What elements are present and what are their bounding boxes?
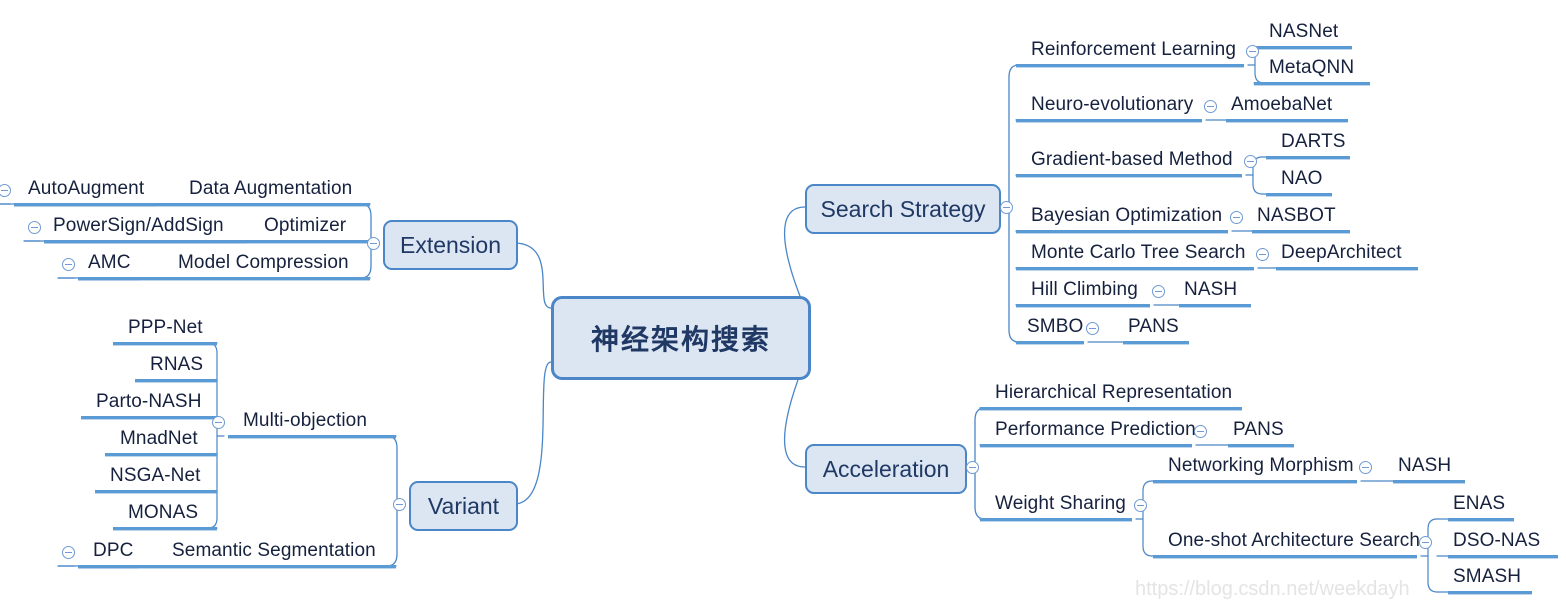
node-darts[interactable]: DARTS (1281, 131, 1346, 152)
node-nasbot[interactable]: NASBOT (1257, 205, 1336, 226)
node-mnadnet[interactable]: MnadNet (120, 428, 198, 449)
node-amc[interactable]: AMC (88, 252, 131, 273)
collapse-toggle-bayesian-optimization[interactable] (1230, 211, 1243, 224)
collapse-toggle-weight-sharing[interactable] (1134, 499, 1147, 512)
node-optimizer[interactable]: Optimizer (264, 215, 347, 236)
node-networking-morphism[interactable]: Networking Morphism (1168, 455, 1354, 476)
node-amoebanet[interactable]: AmoebaNet (1231, 94, 1333, 115)
collapse-toggle-performance-prediction[interactable] (1194, 425, 1207, 438)
collapse-toggle-data-augmentation[interactable] (0, 184, 11, 197)
node-nash[interactable]: NASH (1398, 455, 1452, 476)
center-node[interactable]: 神经架构搜索 (551, 296, 811, 380)
collapse-toggle-monte-carlo-tree-search[interactable] (1256, 248, 1269, 261)
collapse-toggle-acceleration[interactable] (966, 461, 979, 474)
node-dpc[interactable]: DPC (93, 540, 134, 561)
collapse-toggle-variant[interactable] (393, 498, 406, 511)
node-nash[interactable]: NASH (1184, 279, 1238, 300)
node-monte-carlo-tree-search[interactable]: Monte Carlo Tree Search (1031, 242, 1246, 263)
collapse-toggle-hill-climbing[interactable] (1152, 285, 1165, 298)
node-enas[interactable]: ENAS (1453, 493, 1506, 514)
node-reinforcement-learning[interactable]: Reinforcement Learning (1031, 39, 1236, 60)
node-neuro-evolutionary[interactable]: Neuro-evolutionary (1031, 94, 1194, 115)
collapse-toggle-multi-objection[interactable] (212, 416, 225, 429)
collapse-toggle-smbo[interactable] (1086, 322, 1099, 335)
node-hierarchical-representation[interactable]: Hierarchical Representation (995, 382, 1233, 403)
branch-node-label: Search Strategy (820, 195, 986, 222)
node-metaqnn[interactable]: MetaQNN (1269, 57, 1355, 78)
branch-node-acceleration[interactable]: Acceleration (805, 444, 967, 494)
node-monas[interactable]: MONAS (128, 502, 199, 523)
node-powersign-addsign[interactable]: PowerSign/AddSign (53, 215, 224, 236)
node-performance-prediction[interactable]: Performance Prediction (995, 419, 1196, 440)
node-weight-sharing[interactable]: Weight Sharing (995, 493, 1126, 514)
node-autoaugment[interactable]: AutoAugment (28, 178, 145, 199)
node-hill-climbing[interactable]: Hill Climbing (1031, 279, 1138, 300)
branch-node-variant[interactable]: Variant (409, 481, 518, 531)
node-one-shot-architecture-search[interactable]: One-shot Architecture Search (1168, 530, 1421, 551)
collapse-toggle-reinforcement-learning[interactable] (1246, 45, 1259, 58)
node-bayesian-optimization[interactable]: Bayesian Optimization (1031, 205, 1223, 226)
node-pans[interactable]: PANS (1233, 419, 1284, 440)
center-node-label: 神经架构搜索 (590, 324, 771, 355)
node-gradient-based-method[interactable]: Gradient-based Method (1031, 149, 1233, 170)
branch-node-extension[interactable]: Extension (383, 220, 518, 270)
node-nsga-net[interactable]: NSGA-Net (110, 465, 201, 486)
collapse-toggle-semantic-segmentation[interactable] (62, 546, 75, 559)
node-nao[interactable]: NAO (1281, 168, 1323, 189)
collapse-toggle-gradient-based-method[interactable] (1244, 155, 1257, 168)
node-deeparchitect[interactable]: DeepArchitect (1281, 242, 1402, 263)
watermark: https://blog.csdn.net/weekdayh (1135, 578, 1410, 600)
branch-node-label: Variant (427, 492, 500, 519)
collapse-toggle-optimizer[interactable] (28, 221, 41, 234)
collapse-toggle-one-shot-architecture-search[interactable] (1419, 536, 1432, 549)
branch-node-label: Extension (399, 231, 501, 258)
node-semantic-segmentation[interactable]: Semantic Segmentation (172, 540, 376, 561)
branch-node-search-strategy[interactable]: Search Strategy (805, 184, 1001, 234)
node-pans[interactable]: PANS (1128, 316, 1179, 337)
collapse-toggle-search-strategy[interactable] (1000, 201, 1013, 214)
branch-node-label: Acceleration (822, 455, 950, 482)
collapse-toggle-neuro-evolutionary[interactable] (1204, 100, 1217, 113)
node-data-augmentation[interactable]: Data Augmentation (189, 178, 353, 199)
node-dso-nas[interactable]: DSO-NAS (1453, 530, 1541, 551)
collapse-toggle-networking-morphism[interactable] (1359, 461, 1372, 474)
node-ppp-net[interactable]: PPP-Net (128, 317, 203, 338)
node-smash[interactable]: SMASH (1453, 566, 1522, 587)
node-nasnet[interactable]: NASNet (1269, 21, 1339, 42)
node-rnas[interactable]: RNAS (150, 354, 204, 375)
node-multi-objection[interactable]: Multi-objection (243, 410, 367, 431)
node-model-compression[interactable]: Model Compression (178, 252, 349, 273)
collapse-toggle-extension[interactable] (367, 237, 380, 250)
node-smbo[interactable]: SMBO (1027, 316, 1084, 337)
node-parto-nash[interactable]: Parto-NASH (96, 391, 202, 412)
collapse-toggle-model-compression[interactable] (62, 258, 75, 271)
